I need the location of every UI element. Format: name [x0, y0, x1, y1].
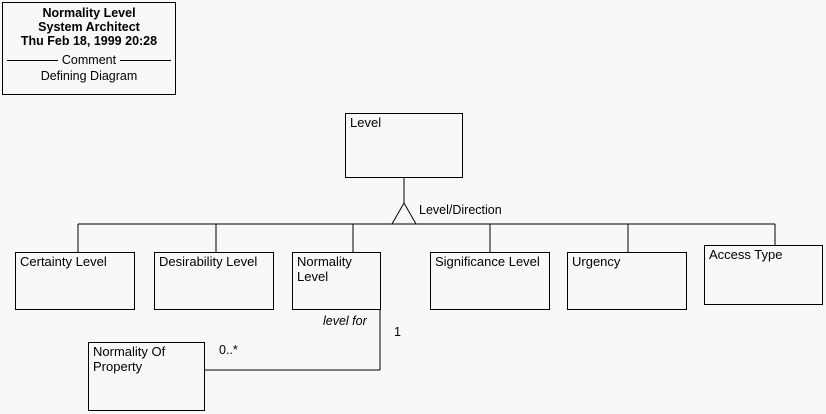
class-box-certainty-level[interactable]: Certainty Level — [15, 252, 135, 310]
class-name-certainty-level: Certainty Level — [20, 254, 107, 269]
class-name-normality-of-property: Normality Of Property — [93, 344, 166, 374]
class-box-normality-level[interactable]: Normality Level — [292, 252, 381, 310]
header-title-line-2: System Architect — [38, 20, 140, 34]
header-separator-label-wrap: Comment — [3, 52, 175, 68]
class-box-significance-level[interactable]: Significance Level — [430, 252, 550, 310]
generalization-label: Level/Direction — [419, 203, 502, 217]
header-separator: Comment — [3, 52, 175, 68]
class-box-level[interactable]: Level — [345, 113, 463, 178]
class-box-desirability-level[interactable]: Desirability Level — [154, 252, 274, 310]
header-title-line-1: Normality Level — [42, 6, 136, 20]
class-box-urgency[interactable]: Urgency — [567, 252, 687, 310]
class-name-desirability-level: Desirability Level — [159, 254, 258, 269]
class-name-normality-level: Normality Level — [297, 254, 352, 284]
class-name-significance-level: Significance Level — [435, 254, 540, 269]
association-role-label: level for — [323, 314, 367, 328]
association-source-multiplicity: 0..* — [219, 343, 238, 357]
class-box-access-type[interactable]: Access Type — [704, 245, 823, 305]
class-box-normality-of-property[interactable]: Normality Of Property — [88, 342, 205, 411]
class-name-urgency: Urgency — [572, 254, 621, 269]
header-timestamp: Thu Feb 18, 1999 20:28 — [20, 34, 158, 48]
header-separator-label: Comment — [57, 53, 121, 67]
header-comment-text: Defining Diagram — [40, 69, 138, 83]
header-title-lines: Normality Level System Architect Thu Feb… — [3, 3, 175, 48]
association-target-multiplicity: 1 — [394, 325, 401, 339]
diagram-header-block: Normality Level System Architect Thu Feb… — [2, 2, 176, 95]
class-name-access-type: Access Type — [709, 247, 783, 262]
class-name-level: Level — [350, 115, 382, 130]
